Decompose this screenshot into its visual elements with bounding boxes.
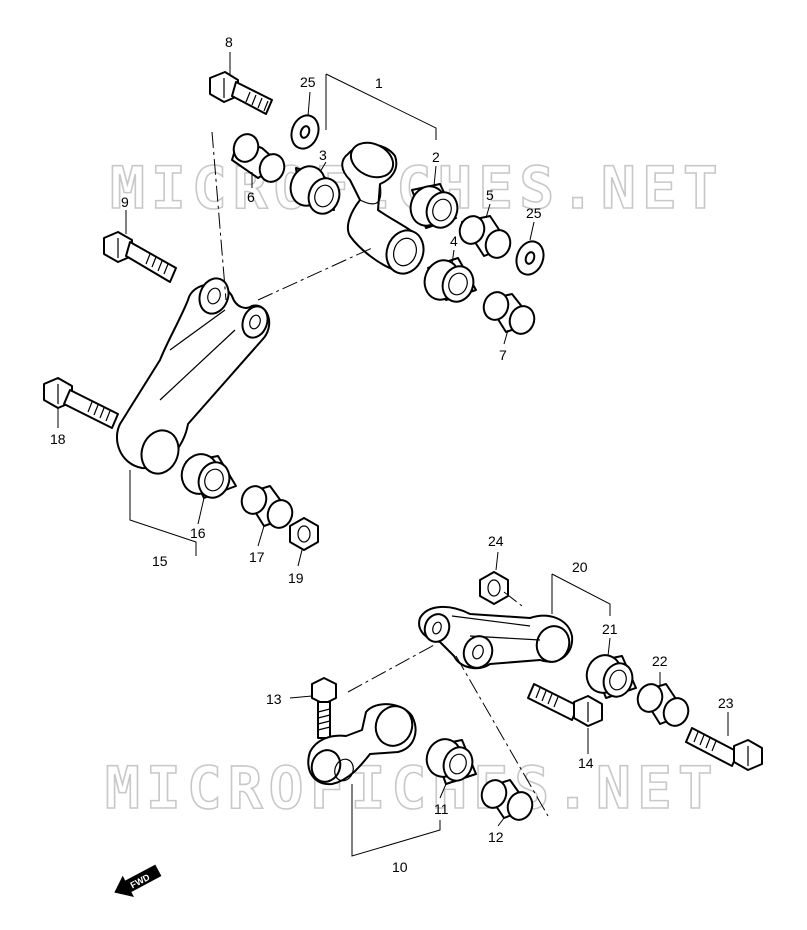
cushion-lever-10 — [307, 703, 417, 786]
callout-19: 19 — [288, 570, 304, 586]
bearing-16 — [180, 453, 237, 499]
callout-17: 17 — [249, 549, 265, 565]
cushion-lever-20 — [418, 606, 574, 670]
callout-23: 23 — [718, 695, 734, 711]
callout-16: 16 — [190, 525, 206, 541]
nut-24 — [479, 571, 509, 605]
bearing-21 — [585, 654, 637, 699]
callout-7: 7 — [499, 347, 507, 363]
centerline-lower-a — [347, 643, 437, 693]
collar-7 — [482, 291, 536, 335]
bearing-3 — [289, 165, 341, 215]
collar-6 — [231, 133, 286, 183]
nut-19 — [289, 517, 319, 551]
callout-3: 3 — [319, 147, 327, 163]
watermark-bottom: MICROFICHES.NET — [105, 754, 719, 822]
callout-11: 11 — [434, 801, 449, 817]
washer-25-upper — [290, 114, 320, 150]
callout-18: 18 — [50, 431, 66, 447]
washer-25-right — [515, 240, 545, 276]
callout-12: 12 — [488, 829, 504, 845]
bolt-9 — [103, 231, 177, 283]
leaders-lower — [289, 551, 729, 857]
centerline-lower-b — [455, 655, 549, 817]
callout-25-right: 25 — [526, 205, 542, 221]
bearing-11 — [425, 738, 477, 785]
fwd-arrow-icon: FWD — [114, 864, 162, 897]
bearing-2 — [409, 183, 459, 229]
bearing-4 — [423, 257, 477, 303]
callout-5: 5 — [486, 187, 494, 203]
cushion-rod-15 — [116, 277, 271, 475]
bolt-13 — [311, 677, 337, 739]
callout-20: 20 — [572, 559, 588, 575]
collar-22 — [636, 683, 690, 727]
cushion-lever-1 — [341, 141, 425, 275]
bolt-8 — [209, 71, 273, 115]
collar-5 — [458, 215, 512, 259]
callout-4: 4 — [450, 233, 458, 249]
bolt-23 — [685, 727, 763, 771]
callout-22: 22 — [652, 653, 668, 669]
callout-14: 14 — [578, 755, 594, 771]
callout-13: 13 — [266, 691, 282, 707]
collar-17 — [240, 485, 294, 529]
bolt-18 — [43, 377, 119, 429]
centerline-upper-b — [257, 247, 373, 301]
callout-21: 21 — [602, 621, 618, 637]
callout-1: 1 — [375, 75, 383, 91]
callout-24: 24 — [488, 533, 504, 549]
leaders-upper — [57, 52, 535, 567]
callout-9: 9 — [121, 194, 129, 210]
bolt-14 — [527, 683, 603, 727]
callout-labels: 8 25 1 3 2 6 5 9 25 4 7 18 16 15 17 19 2… — [50, 34, 734, 875]
callout-8: 8 — [225, 34, 233, 50]
centerline-upper-a — [211, 131, 227, 301]
collar-12 — [480, 779, 534, 821]
centerline-lower-c — [503, 591, 523, 607]
callout-10: 10 — [392, 859, 408, 875]
callout-25-upper: 25 — [300, 74, 316, 90]
callout-15: 15 — [152, 553, 168, 569]
callout-6: 6 — [247, 189, 255, 205]
callout-2: 2 — [432, 149, 440, 165]
